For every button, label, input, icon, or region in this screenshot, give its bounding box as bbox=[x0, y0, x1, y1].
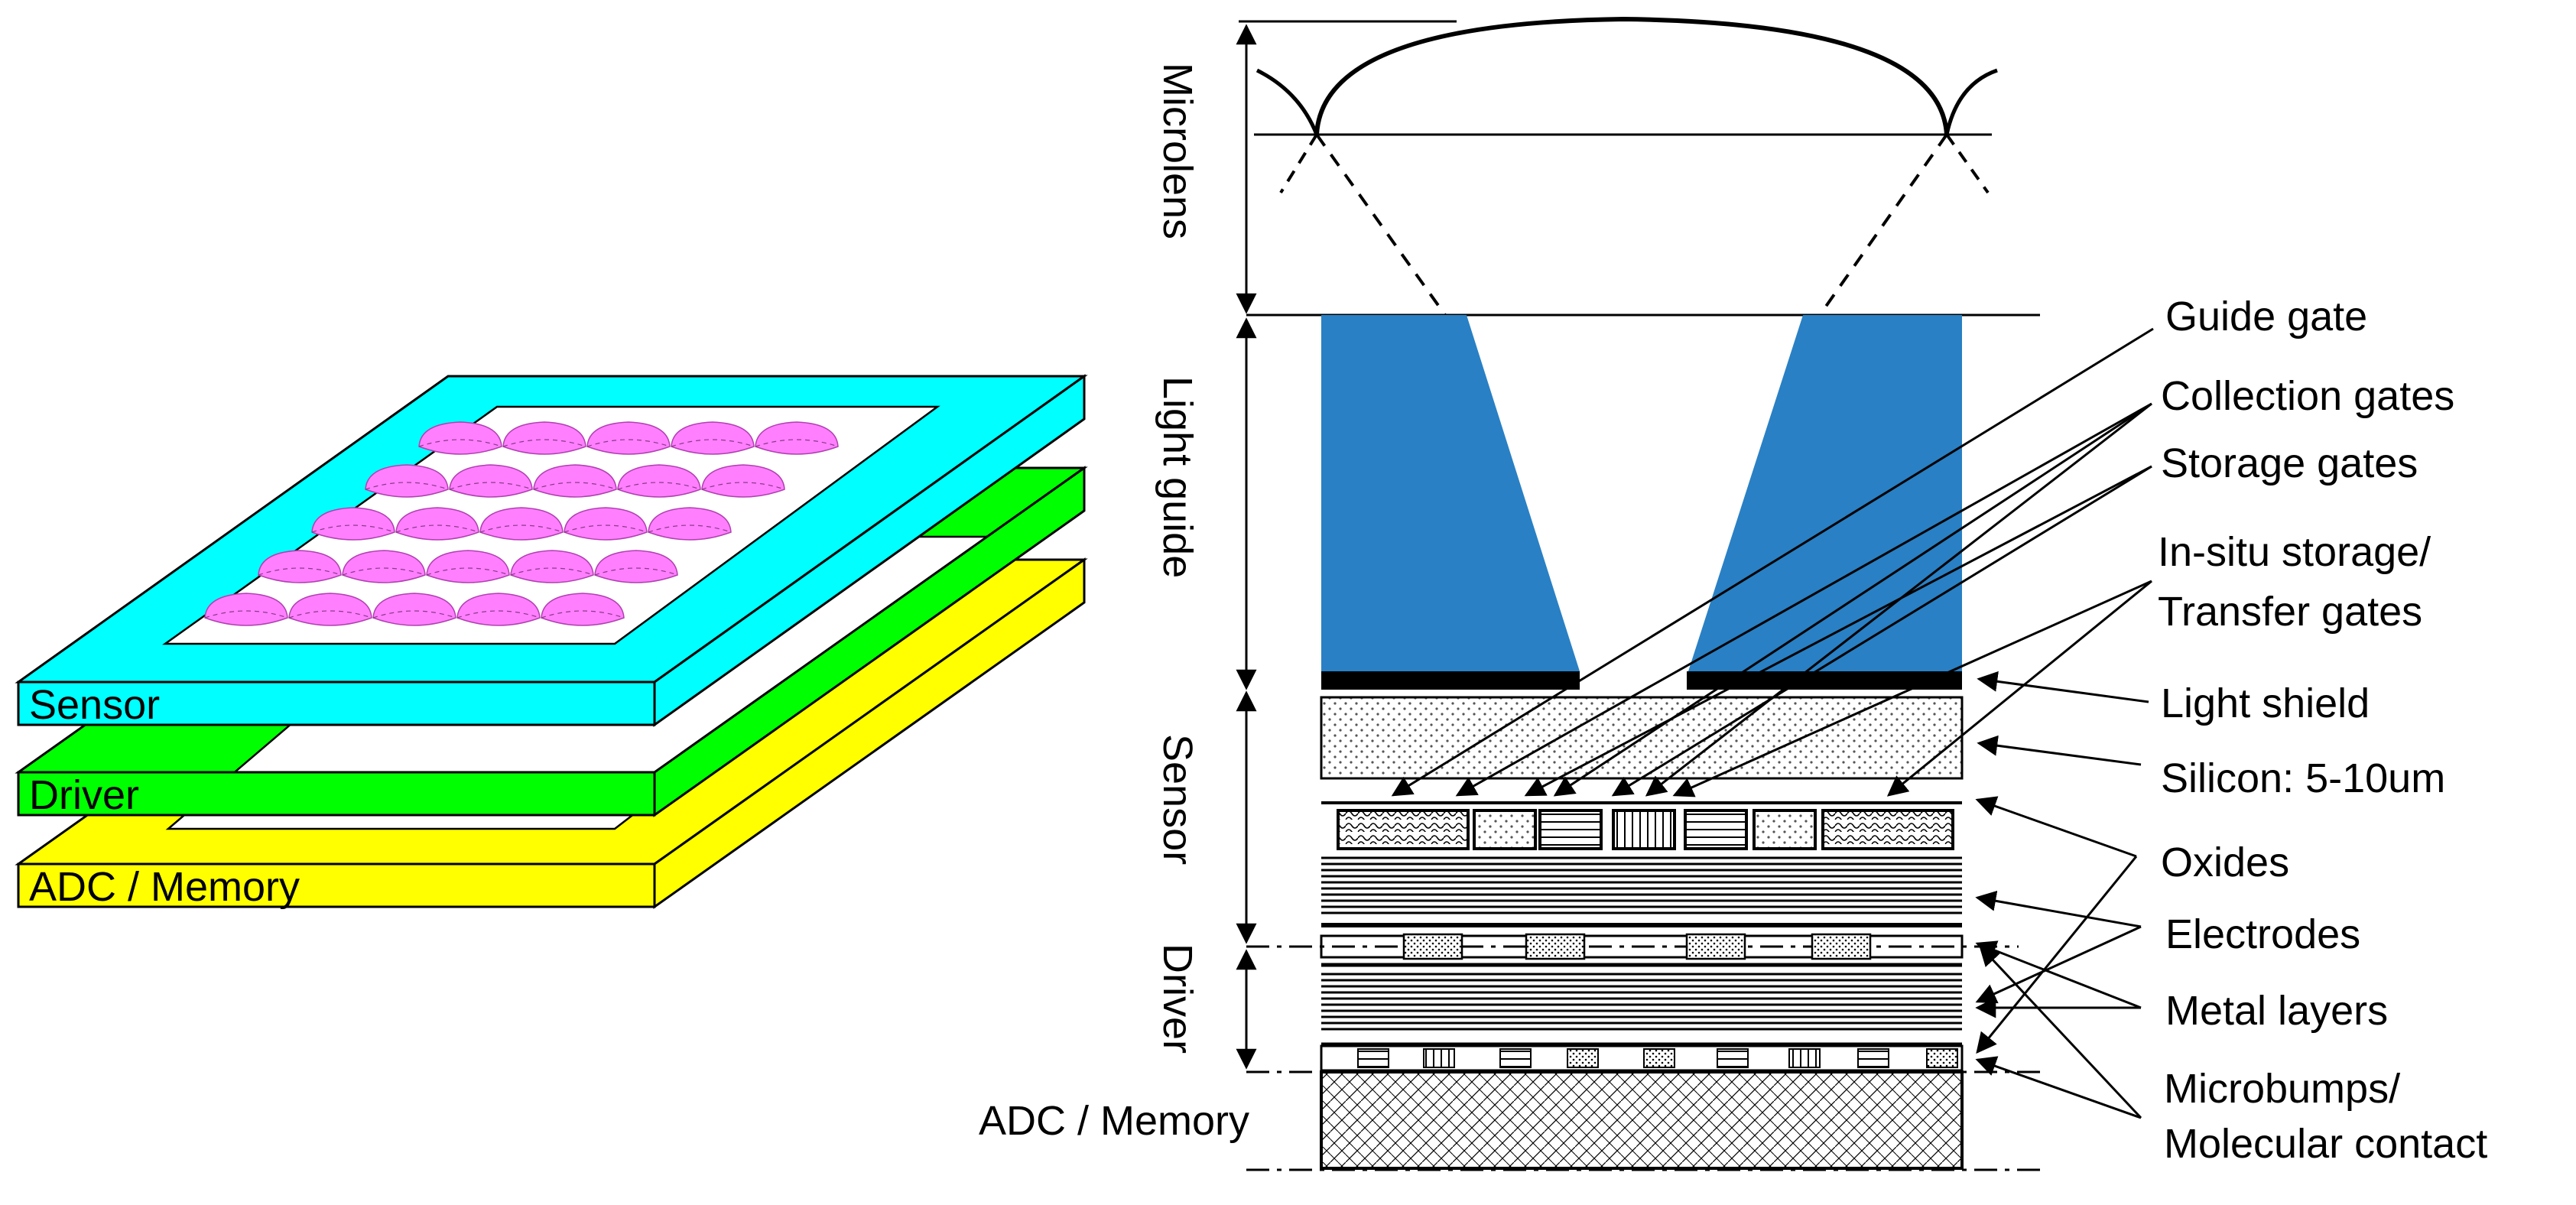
gate-electrode bbox=[1684, 809, 1748, 850]
microlens bbox=[288, 593, 372, 626]
bond-pad bbox=[1525, 933, 1586, 960]
driver-layer-label: Driver bbox=[29, 772, 139, 818]
microlens bbox=[395, 507, 479, 541]
microlens bbox=[671, 421, 755, 455]
bond-pads bbox=[1402, 933, 1872, 960]
sensor-layer: Sensor bbox=[15, 374, 1088, 728]
microbump bbox=[1717, 1048, 1749, 1068]
driver-dimension-label: Driver bbox=[1155, 944, 1200, 1054]
microlens bbox=[449, 464, 533, 498]
microlens bbox=[586, 421, 671, 455]
silicon-label: Silicon: 5-10um bbox=[2161, 755, 2445, 801]
microlens bbox=[564, 507, 648, 541]
adc-memory-dimension-label: ADC / Memory bbox=[979, 1098, 1249, 1144]
gate-electrode bbox=[1612, 809, 1676, 850]
cross-section: Microlens Light guide Sensor Driver ADC … bbox=[979, 16, 2487, 1171]
callout-labels: Guide gate Collection gates Storage gate… bbox=[2158, 294, 2487, 1167]
microlens-profile bbox=[1239, 16, 2040, 317]
bond-pad bbox=[1811, 933, 1872, 960]
microlens bbox=[426, 550, 510, 583]
microbumps-label: Microbumps/ bbox=[2164, 1066, 2400, 1112]
light-guide bbox=[1321, 315, 1962, 690]
sensor-dimension-label: Sensor bbox=[1155, 734, 1200, 865]
microlens bbox=[648, 507, 732, 541]
microbump bbox=[1499, 1048, 1532, 1068]
microlens bbox=[701, 464, 785, 498]
gate-electrode bbox=[1538, 809, 1603, 850]
microlens bbox=[533, 464, 617, 498]
sensor-layer-label: Sensor bbox=[29, 682, 160, 728]
microlens bbox=[510, 550, 594, 583]
oxides-label: Oxides bbox=[2161, 840, 2289, 885]
microlens bbox=[541, 593, 625, 626]
bond-pad bbox=[1402, 933, 1463, 960]
metal-layers-label: Metal layers bbox=[2165, 988, 2388, 1034]
microbump bbox=[1926, 1048, 1958, 1068]
metal-layers-lower bbox=[1321, 973, 1962, 1031]
microlens bbox=[502, 421, 586, 455]
electrodes-label: Electrodes bbox=[2165, 911, 2360, 957]
gate-row bbox=[1337, 809, 1954, 850]
microlens-dimension-label: Microlens bbox=[1155, 63, 1200, 239]
microbump bbox=[1423, 1048, 1455, 1068]
microlens bbox=[204, 593, 288, 626]
collection-gates-label: Collection gates bbox=[2161, 373, 2454, 419]
microlens bbox=[755, 421, 839, 455]
transfer-gates-label: Transfer gates bbox=[2158, 589, 2422, 635]
microbump bbox=[1357, 1048, 1389, 1068]
driver-stack bbox=[1246, 933, 2019, 1072]
gate-electrode bbox=[1821, 809, 1954, 850]
callout-leaders bbox=[1391, 327, 2154, 1119]
microlens bbox=[479, 507, 564, 541]
microlens bbox=[418, 421, 502, 455]
microbump bbox=[1643, 1048, 1675, 1068]
gate-electrode bbox=[1473, 809, 1537, 850]
metal-layers-upper bbox=[1321, 856, 1962, 914]
microlens bbox=[258, 550, 342, 583]
microbump-row bbox=[1357, 1048, 1958, 1068]
light-guide-dimension-label: Light guide bbox=[1155, 376, 1200, 578]
bond-pad bbox=[1685, 933, 1746, 960]
microlens bbox=[372, 593, 456, 626]
microlens bbox=[594, 550, 678, 583]
adc-memory-block bbox=[1246, 1070, 2040, 1171]
light-shield-label: Light shield bbox=[2161, 680, 2370, 726]
microbump bbox=[1788, 1048, 1821, 1068]
sensor-stack bbox=[1320, 696, 1964, 927]
microbump bbox=[1567, 1048, 1599, 1068]
microlens bbox=[311, 507, 395, 541]
gate-electrode bbox=[1753, 809, 1817, 850]
microlens bbox=[617, 464, 701, 498]
gate-electrode bbox=[1337, 809, 1470, 850]
microlens bbox=[456, 593, 541, 626]
microlens-array bbox=[204, 421, 839, 626]
molecular-contact-label: Molecular contact bbox=[2164, 1121, 2487, 1167]
adc-memory-layer-label: ADC / Memory bbox=[29, 864, 300, 910]
light-shield-left bbox=[1321, 671, 1580, 690]
guide-gate-label: Guide gate bbox=[2165, 294, 2367, 339]
storage-gates-label: Storage gates bbox=[2161, 440, 2418, 486]
in-situ-storage-label: In-situ storage/ bbox=[2158, 529, 2431, 575]
microlens bbox=[365, 464, 449, 498]
microbump bbox=[1857, 1048, 1889, 1068]
microlens bbox=[342, 550, 426, 583]
stack-view: ADC / Memory Driver Sensor bbox=[15, 374, 1088, 910]
